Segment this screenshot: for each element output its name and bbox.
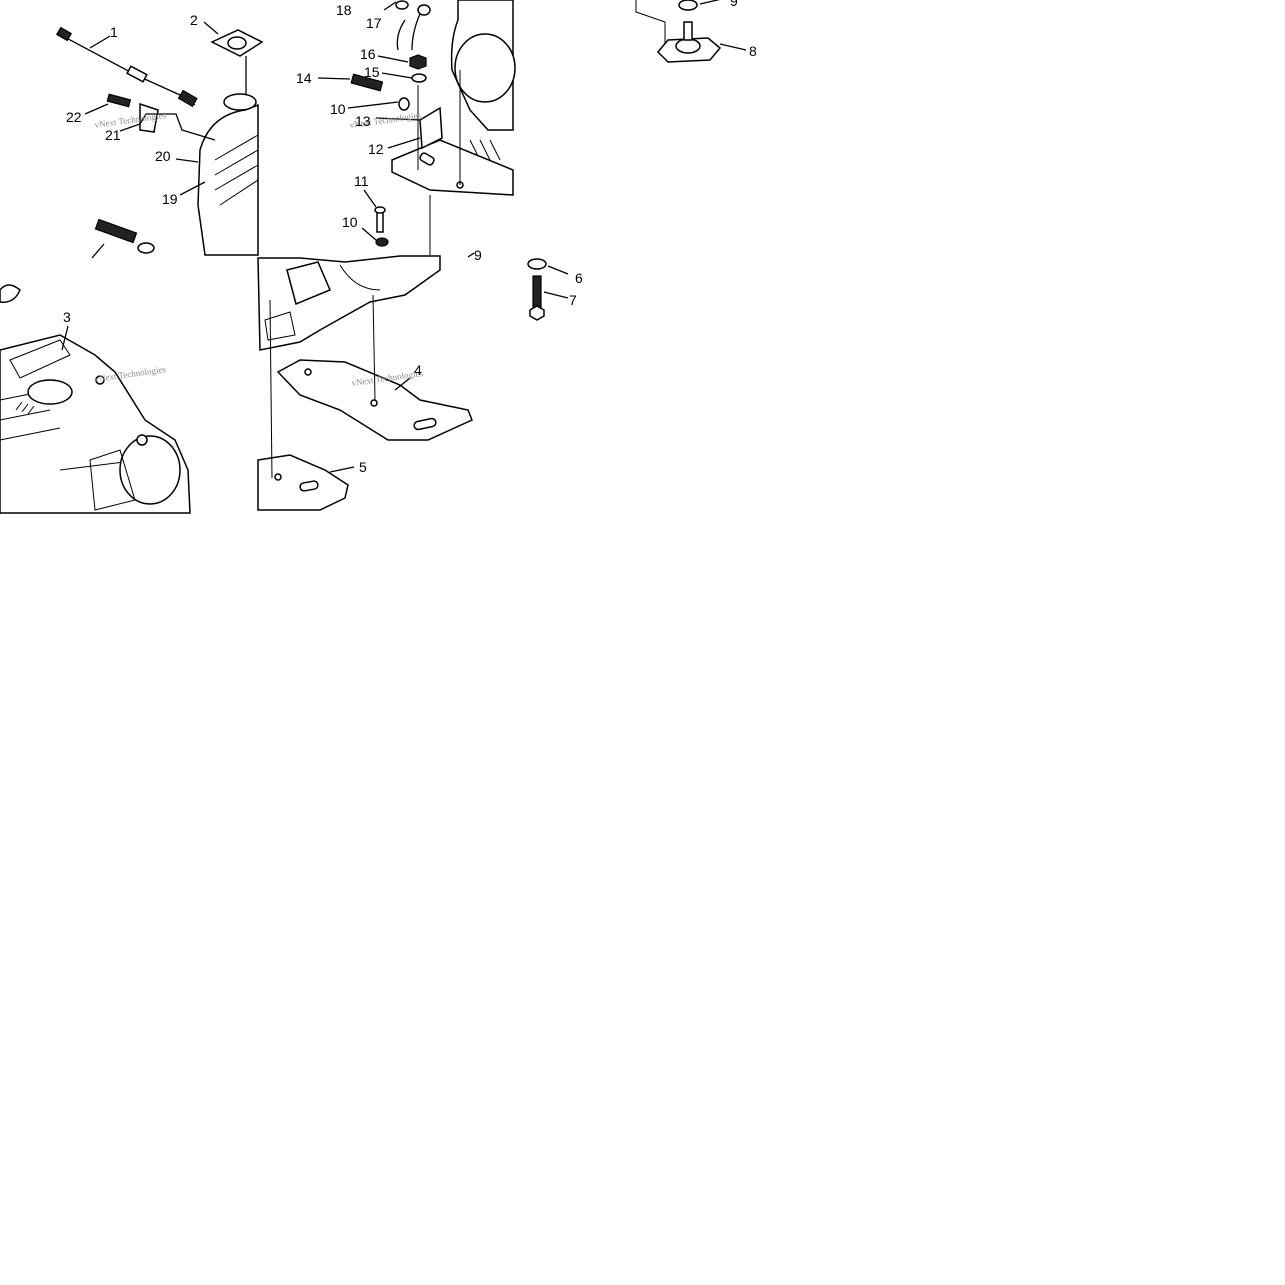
callout-4: 4 <box>414 362 422 378</box>
washer-part-10 <box>398 97 410 111</box>
panel-top-middle <box>317 0 516 258</box>
callout-5: 5 <box>359 459 367 475</box>
callout-13: 13 <box>355 113 371 129</box>
cable-end-left <box>55 26 73 42</box>
callout-14: 14 <box>296 70 312 86</box>
callout-22: 22 <box>66 109 82 125</box>
callout-2: 2 <box>190 12 198 28</box>
callout-1: 1 <box>110 24 118 40</box>
callout-15: 15 <box>364 64 380 80</box>
bolt-part-22 <box>106 93 132 108</box>
panel-top-left <box>55 21 264 259</box>
cable-sleeve <box>126 65 148 83</box>
callout-10b: 10 <box>342 214 358 230</box>
washer-part-15 <box>411 73 427 83</box>
bracket-part-12 <box>419 106 443 150</box>
callout-18: 18 <box>336 2 352 18</box>
stud-bolt <box>91 218 155 259</box>
washer-part-10b <box>375 237 389 247</box>
callout-21: 21 <box>105 127 121 143</box>
cable-end-right <box>177 89 198 108</box>
mounting-rail-part <box>391 139 514 196</box>
callout-12: 12 <box>368 141 384 157</box>
cable-part <box>59 32 196 106</box>
bolt-part-14 <box>350 73 384 92</box>
callout-20: 20 <box>155 148 171 164</box>
callout-6: 6 <box>575 270 583 286</box>
callout-9a: 9 <box>474 247 482 263</box>
callout-16: 16 <box>360 46 376 62</box>
cylinder-head-part <box>197 103 259 256</box>
flange-hole <box>227 36 247 50</box>
nut-part-16 <box>409 54 427 70</box>
callout-9b: 9 <box>730 0 738 9</box>
hose-part-17 <box>396 19 406 51</box>
callout-19: 19 <box>162 191 178 207</box>
callout-7: 7 <box>569 292 577 308</box>
washer-part-6 <box>527 258 547 270</box>
callout-3: 3 <box>63 309 71 325</box>
callout-labels: 1 2 22 21 20 19 18 17 16 15 14 10 13 12 … <box>63 0 757 475</box>
panel-top-right <box>635 0 747 63</box>
callout-11: 11 <box>354 173 369 189</box>
callout-10a: 10 <box>330 101 346 117</box>
bolt-part-7 <box>532 275 542 311</box>
panel-middle-left <box>0 284 191 514</box>
washer-part-9 <box>678 0 698 11</box>
bracket-part-21 <box>139 102 159 133</box>
callout-17: 17 <box>366 15 382 31</box>
callout-8: 8 <box>749 43 757 59</box>
crankcase-part <box>257 255 441 351</box>
panel-middle-middle <box>257 255 569 511</box>
